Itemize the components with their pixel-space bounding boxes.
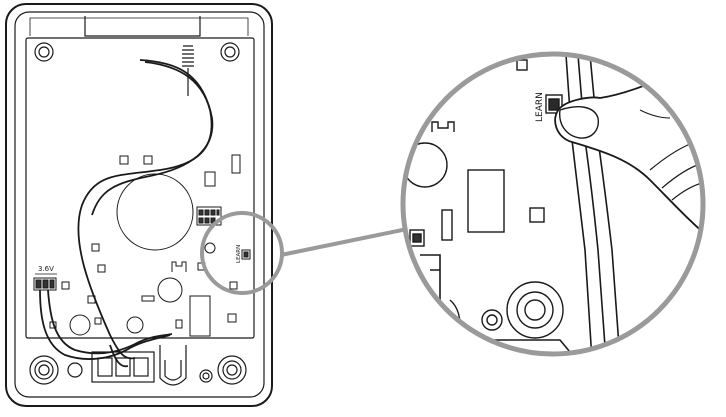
zoom-relay bbox=[467, 169, 505, 233]
center-clip bbox=[159, 345, 187, 386]
learn-label-small: LEARN bbox=[236, 245, 242, 263]
wires bbox=[39, 59, 214, 368]
screw-posts bbox=[29, 42, 247, 386]
battery-wire bbox=[39, 289, 171, 360]
housing-inner bbox=[14, 11, 265, 398]
callout bbox=[200, 211, 413, 295]
antenna-spring bbox=[182, 45, 194, 96]
screw-post-bottom-left bbox=[29, 355, 59, 385]
zoom-detail: LEARN bbox=[403, 54, 703, 354]
callout-connector bbox=[280, 226, 413, 257]
zoom-learn-label: LEARN bbox=[535, 92, 545, 122]
relay-block bbox=[189, 295, 211, 337]
top-tab bbox=[84, 16, 201, 37]
dip-switch bbox=[196, 206, 222, 226]
battery-label: 3.6V bbox=[38, 265, 54, 273]
zoom-circle-border bbox=[400, 51, 706, 357]
bottom-connector bbox=[91, 351, 155, 383]
board-components bbox=[33, 154, 251, 337]
pcb-outline bbox=[25, 37, 255, 339]
small-capacitor bbox=[157, 277, 183, 303]
device-housing bbox=[5, 3, 273, 407]
housing-outer bbox=[5, 3, 273, 407]
screw-post-top-left bbox=[34, 42, 54, 62]
large-capacitor bbox=[116, 173, 194, 251]
screw-post-top-right bbox=[220, 42, 240, 62]
battery-connector bbox=[33, 273, 57, 291]
screw-post-bottom-right bbox=[217, 355, 247, 385]
